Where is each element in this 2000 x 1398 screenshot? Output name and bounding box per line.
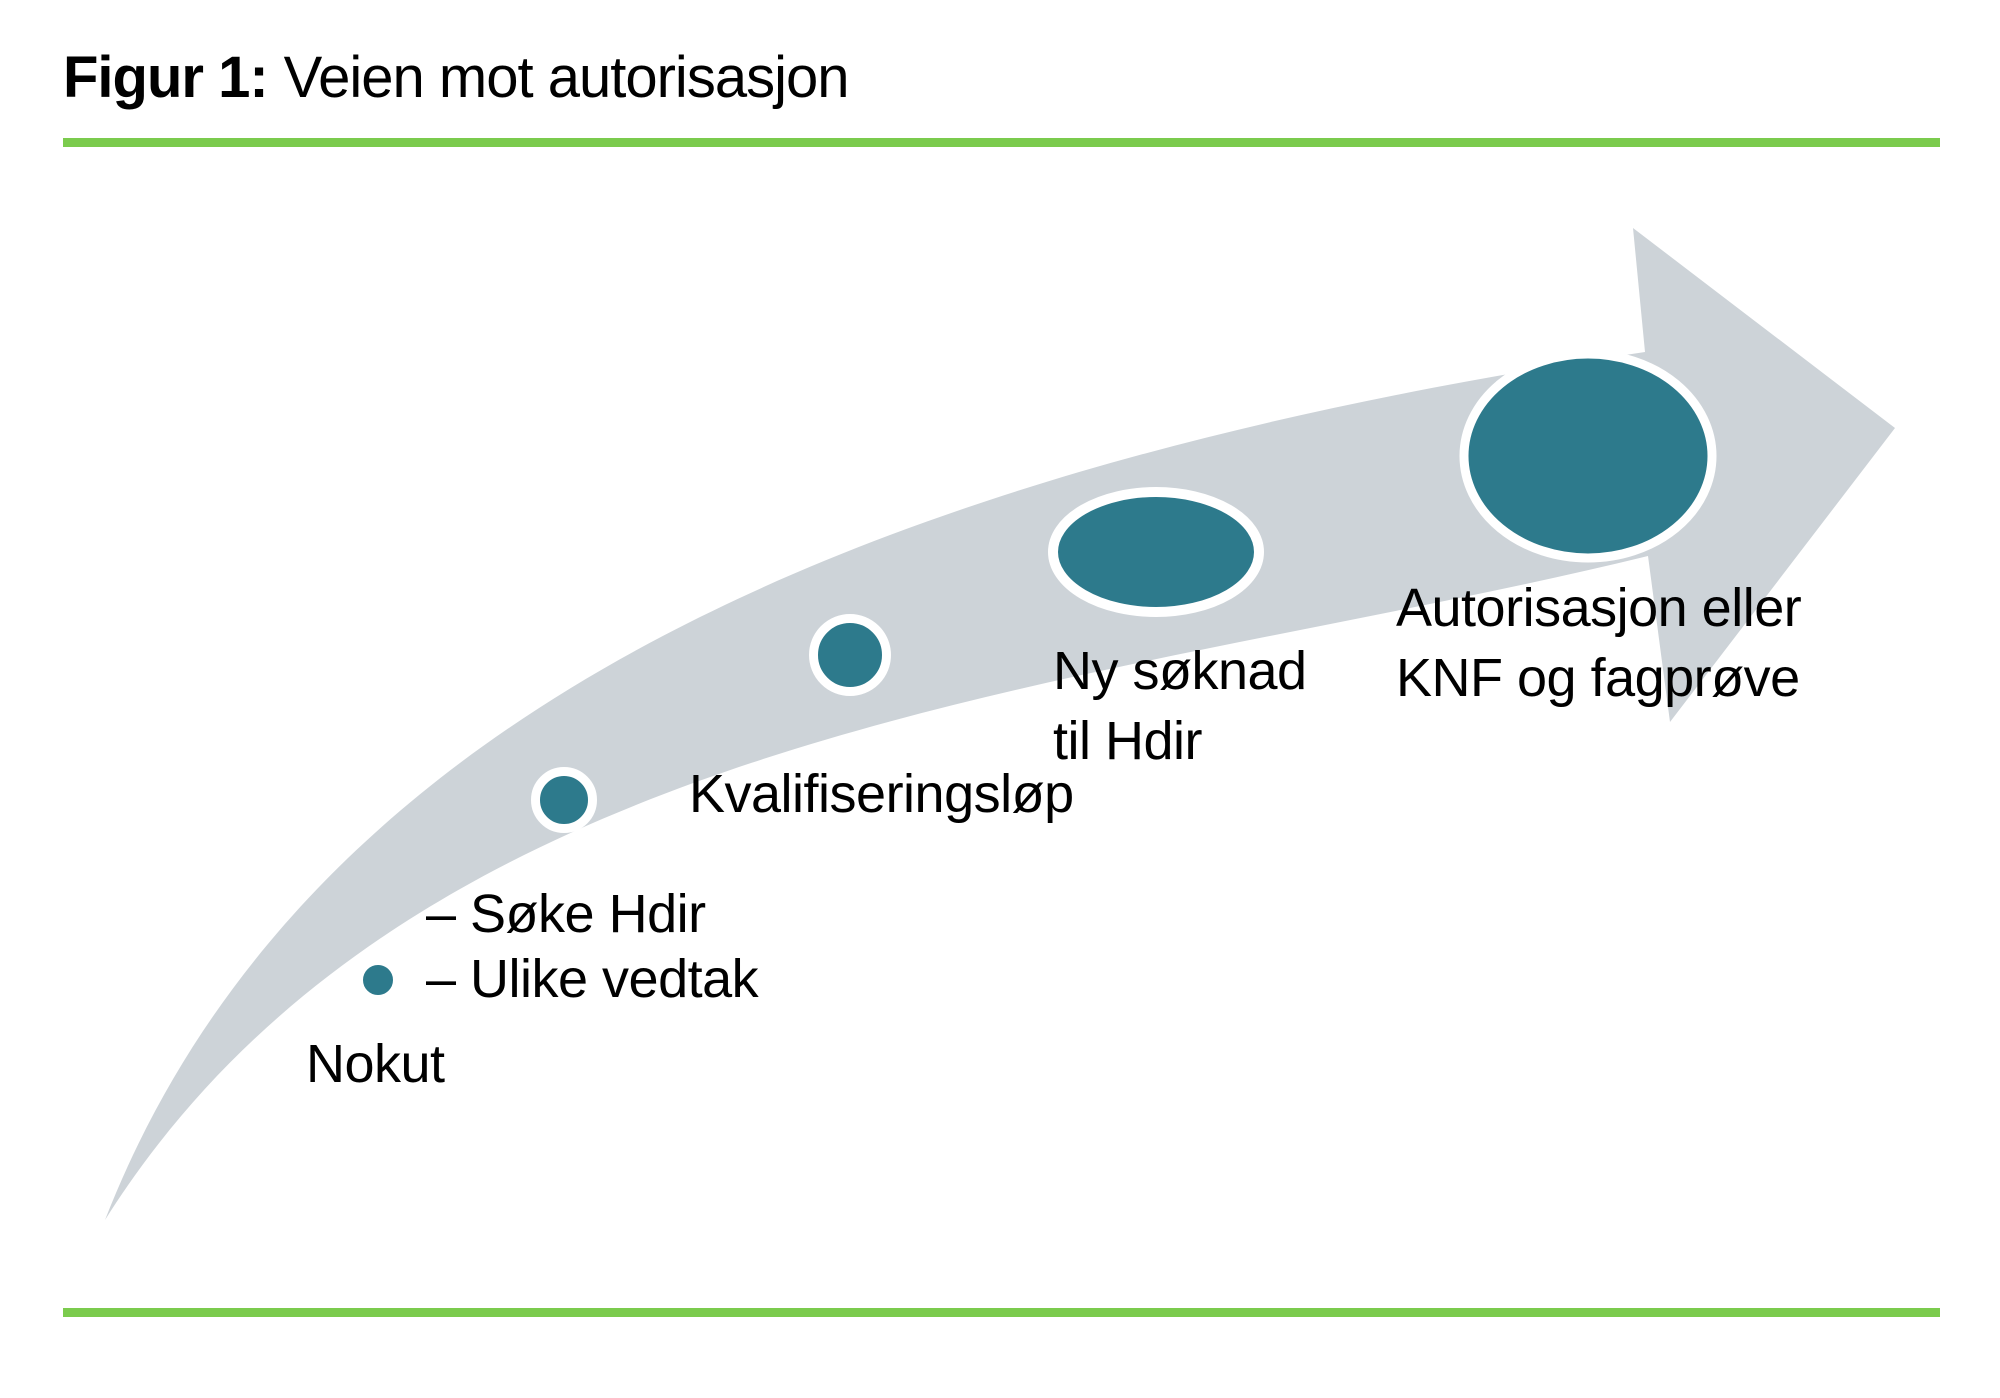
step-node-3 bbox=[809, 614, 891, 696]
swoosh-arrow-shape bbox=[105, 228, 1895, 1220]
step-4-label-line: KNF og fagprøve bbox=[1396, 648, 1800, 708]
step-1-detail-line: – Søke Hdir bbox=[426, 884, 706, 944]
step-node-4 bbox=[1048, 487, 1264, 617]
step-1-details: – Søke Hdir – Ulike vedtak bbox=[426, 882, 759, 1012]
step-3-label-line: Ny søknad bbox=[1053, 641, 1307, 701]
figure-number: Figur 1: bbox=[63, 45, 269, 110]
top-divider bbox=[63, 138, 1940, 147]
step-4-label: Autorisasjon eller KNF og fagprøve bbox=[1396, 573, 1802, 713]
step-1-label: Nokut bbox=[306, 1034, 445, 1094]
figure-title: Figur 1:Veien mot autorisasjon bbox=[63, 44, 850, 111]
step-3-label-line: til Hdir bbox=[1053, 711, 1203, 771]
step-node-2 bbox=[531, 767, 597, 833]
step-node-1 bbox=[355, 957, 401, 1003]
bottom-divider bbox=[63, 1308, 1940, 1317]
step-1-detail-line: – Ulike vedtak bbox=[426, 949, 759, 1009]
step-node-5 bbox=[1459, 349, 1717, 563]
step-2-label: Kvalifiseringsløp bbox=[689, 764, 1074, 824]
step-3-label: Ny søknad til Hdir bbox=[1053, 636, 1307, 776]
step-4-label-line: Autorisasjon eller bbox=[1396, 578, 1802, 638]
figure-caption: Veien mot autorisasjon bbox=[283, 45, 850, 110]
